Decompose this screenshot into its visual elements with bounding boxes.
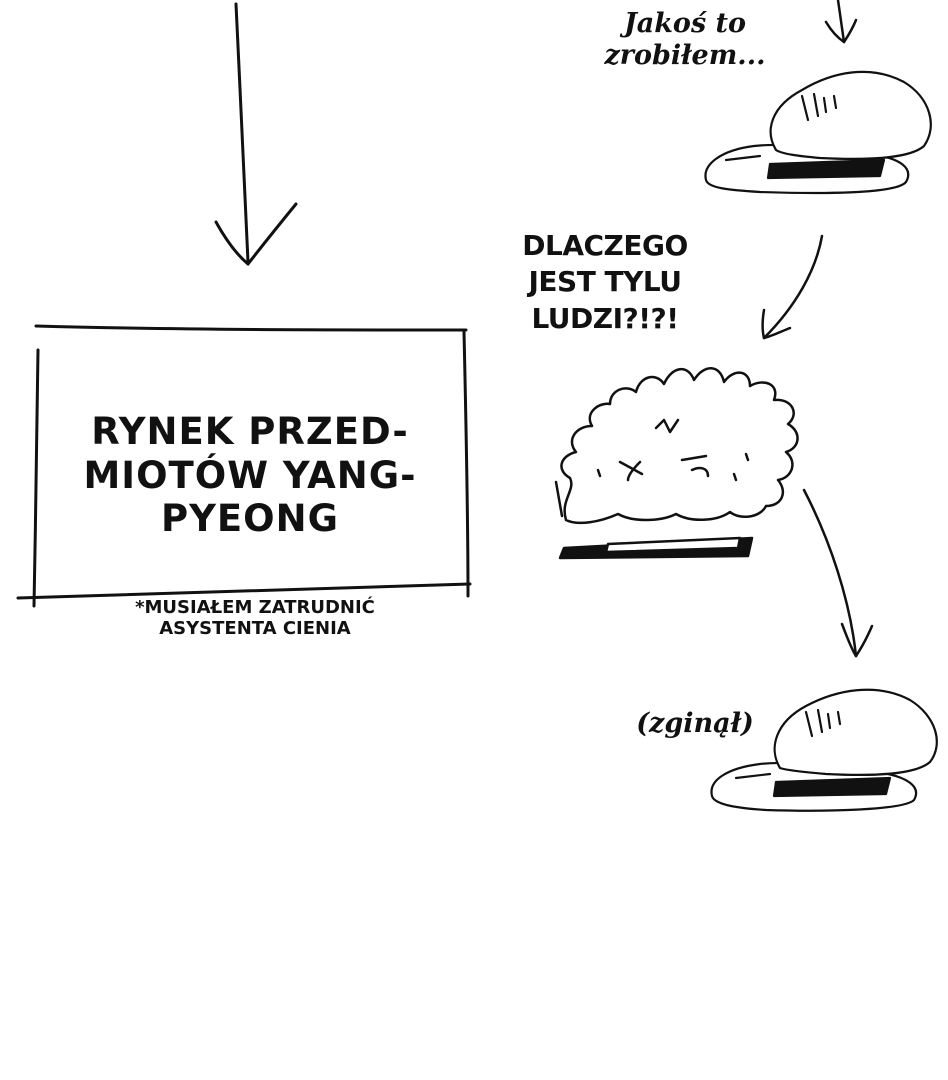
melted-blob-bottom (710, 688, 938, 812)
footnote-line: ASYSTENTA CIENIA (159, 617, 351, 639)
caption-middle-right: DLACZEGO JEST TYLU LUDZI?!?! (505, 228, 705, 337)
spiky-crowd (554, 367, 799, 560)
caption-line: JEST TYLU (528, 265, 682, 299)
sign-box (16, 324, 472, 608)
curved-arrow-lower (802, 488, 874, 658)
sign-line: MIOTÓW YANG- (83, 453, 417, 497)
caption-line: LUDZI?!?! (531, 301, 679, 335)
footnote: *MUSIAŁEM ZATRUDNIĆ ASYSTENTA CIENIA (105, 597, 405, 639)
caption-top-right: Jakoś to zrobiłem... (600, 8, 770, 73)
caption-bottom-right: (zginął) (636, 708, 754, 739)
caption-line: zrobiłem... (604, 40, 766, 72)
down-arrow-top-right (824, 0, 858, 44)
caption-line: DLACZEGO (522, 229, 688, 262)
sign-text: RYNEK PRZED- MIOTÓW YANG- PYEONG (70, 410, 430, 541)
melted-blob-top (704, 70, 932, 195)
caption-line: Jakoś to (623, 8, 747, 39)
down-arrow-left (214, 2, 298, 266)
sign-line: RYNEK PRZED- (91, 410, 409, 453)
sign-line: PYEONG (161, 497, 339, 541)
curved-arrow-middle (761, 234, 824, 340)
footnote-line: *MUSIAŁEM ZATRUDNIĆ (135, 597, 375, 618)
